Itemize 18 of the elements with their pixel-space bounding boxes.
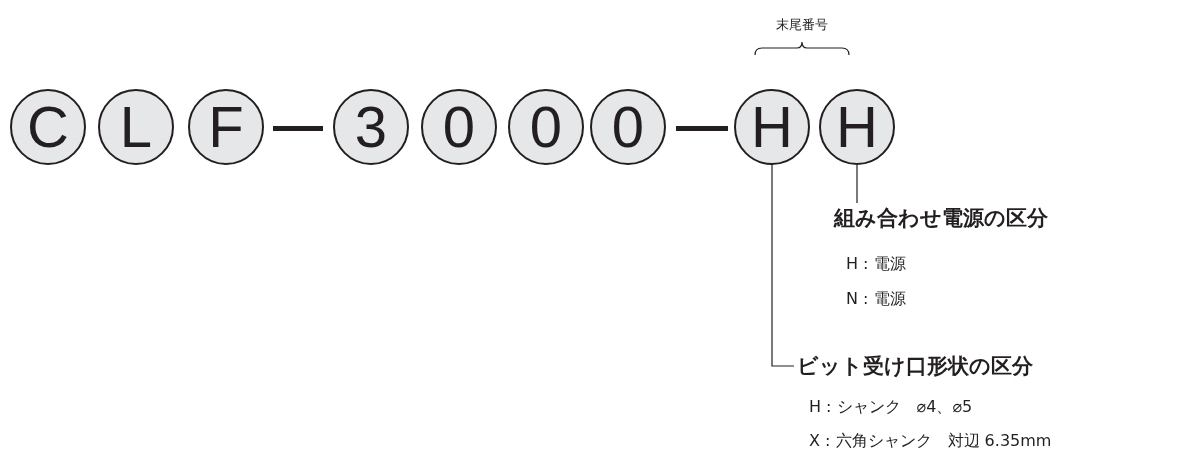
- group-label: 末尾番号: [776, 16, 828, 34]
- leader-line: [856, 164, 858, 204]
- code-character-circle: 0: [508, 89, 584, 165]
- code-character-circle: 0: [421, 89, 497, 165]
- option-description: H : シャンク ⌀4、⌀5: [809, 397, 973, 418]
- code-character-circle: 3: [333, 89, 409, 165]
- category-heading: 組み合わせ電源の区分: [834, 205, 1049, 232]
- option-description: N : 電源: [846, 289, 906, 310]
- code-character-circle: C: [10, 89, 86, 165]
- code-character-circle: F: [188, 89, 264, 165]
- option-description: X : 六角シャンク 対辺 6.35mm: [809, 431, 1052, 452]
- category-heading: ビット受け口形状の区分: [797, 353, 1034, 380]
- code-character-circle: 0: [590, 89, 666, 165]
- code-character-circle: H: [819, 89, 895, 165]
- option-description: H : 電源: [846, 254, 906, 275]
- code-character-circle: H: [734, 89, 810, 165]
- leader-line: [771, 164, 795, 367]
- code-character-circle: L: [98, 89, 174, 165]
